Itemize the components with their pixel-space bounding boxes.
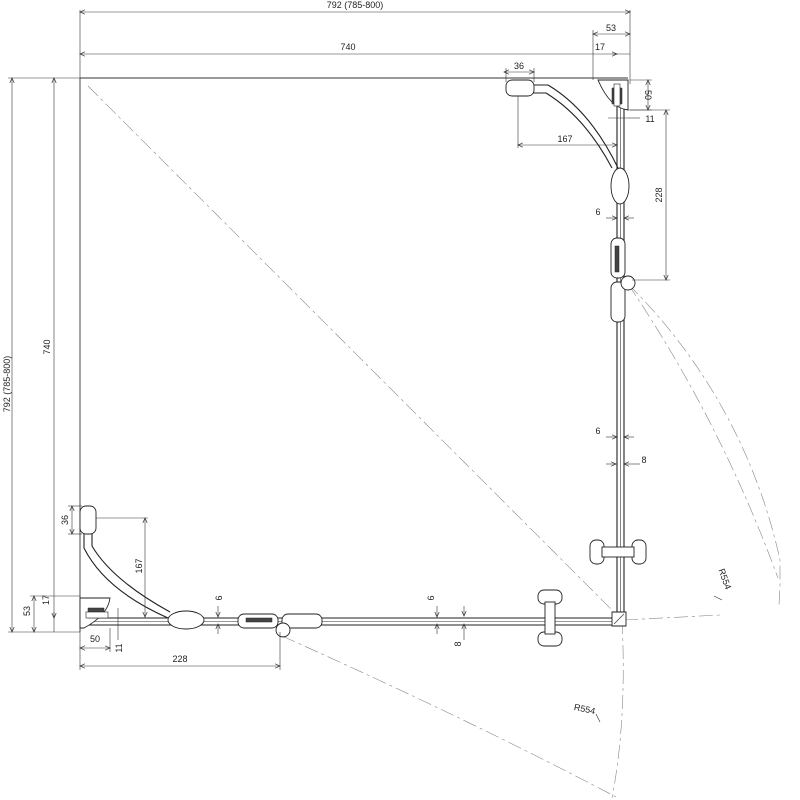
dim-right-8: 8 [641, 455, 646, 465]
dim-left-167: 167 [134, 558, 144, 573]
dim-right-50: 50 [643, 90, 653, 100]
dim-inner-top: 740 [340, 42, 355, 52]
bottom-glass-panel [84, 617, 622, 626]
top-dimensions [80, 10, 630, 84]
top-stabilizer-bar [505, 79, 630, 205]
dim-bottom-228: 228 [172, 654, 187, 664]
bottom-hinge [237, 613, 323, 638]
dim-right-11: 11 [645, 114, 654, 124]
bottom-dimensions [80, 606, 601, 723]
right-dimensions [518, 80, 723, 601]
bottom-door-handle [537, 589, 563, 647]
dim-left-17: 17 [41, 595, 51, 605]
right-glass-panel [616, 82, 625, 622]
dim-bottom-50: 50 [90, 634, 100, 644]
bottom-stabilizer-wall-pad [79, 505, 97, 535]
bottom-door-swing-arc [281, 635, 619, 799]
right-door-swing-arc [627, 283, 781, 606]
dim-left-53: 53 [22, 606, 32, 616]
dim-overall-left: 792 (785-800) [2, 356, 12, 413]
dim-left-36: 36 [60, 515, 70, 525]
right-hinge [610, 237, 636, 323]
dim-bottom-6-right: 6 [426, 595, 436, 600]
dim-bottom-8: 8 [453, 641, 463, 646]
left-dimensions [8, 78, 148, 632]
dim-bottom-11: 11 [114, 643, 124, 652]
dim-right-6-lower: 6 [595, 426, 600, 436]
dim-right-6-upper: 6 [595, 207, 600, 217]
dim-top-17: 17 [595, 42, 605, 52]
bottom-stabilizer-clamp [167, 610, 205, 630]
wall-outline [79, 77, 628, 632]
dim-top-53: 53 [606, 23, 616, 33]
dim-radius-bottom: R554 [573, 702, 596, 716]
top-wall-bracket [597, 79, 629, 111]
door-swing-guides [87, 85, 781, 799]
dim-right-167: 167 [557, 134, 572, 144]
top-stabilizer-wall-pad [505, 79, 535, 97]
top-stabilizer-clamp [610, 167, 630, 205]
dim-inner-left: 740 [42, 339, 52, 354]
dim-overall-top: 792 (785-800) [327, 0, 384, 10]
bottom-wall-bracket [79, 597, 111, 629]
dim-bottom-6-left: 6 [214, 595, 224, 600]
dim-top-36: 36 [514, 61, 524, 71]
dim-right-228: 228 [654, 187, 664, 202]
bottom-stabilizer-bar [79, 505, 205, 630]
dim-radius-right: R554 [716, 567, 733, 591]
right-door-handle [589, 539, 647, 565]
